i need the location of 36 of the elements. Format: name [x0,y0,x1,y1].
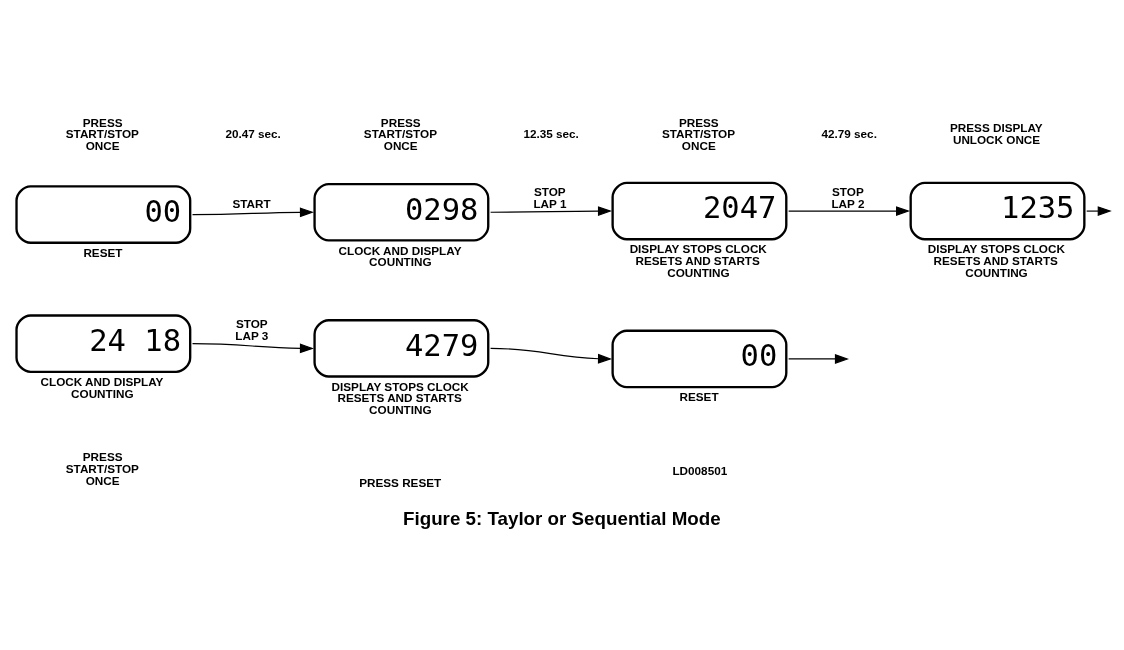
arrow [788,353,849,364]
label: 12.35 sec. [523,126,579,140]
edge-label: STOP LAP 1 [533,184,567,210]
arrow [490,347,613,364]
label: PRESS RESET [359,475,442,489]
arrow [191,206,314,217]
node-label: DISPLAY STOPS CLOCK RESETS AND STARTS COUNTING [629,241,767,279]
label: PRESS START/STOP ONCE [65,449,139,486]
node-box: 4279 [313,318,490,378]
edge-label: START [232,196,271,210]
node-box: 00 [15,184,192,244]
node-box: 00 [611,329,788,388]
node-label: CLOCK AND DISPLAY COUNTING [338,243,462,268]
label: PRESS START/STOP ONCE [65,115,139,152]
node-box: 24 18 [15,313,192,373]
arrow [788,205,911,216]
label: 20.47 sec. [225,126,281,140]
node-label: RESET [679,389,719,403]
arrow [490,205,613,216]
node-label: RESET [83,245,123,259]
node-label: CLOCK AND DISPLAY COUNTING [40,374,164,400]
label: PRESS START/STOP ONCE [363,115,437,152]
node-box: 1235 [909,181,1086,240]
node-label: DISPLAY STOPS CLOCK RESETS AND STARTS COUNTING [927,241,1065,279]
arrow [191,342,314,353]
label: 42.79 sec. [821,126,877,140]
label: PRESS DISPLAY UNLOCK ONCE [949,120,1043,146]
edge-label: STOP LAP 3 [235,316,269,342]
caption: Figure 5: Taylor or Sequential Mode [403,507,721,529]
label: LD008501 [672,463,728,477]
node-box: 0298 [313,182,490,242]
arrow [1086,205,1112,216]
edge-label: STOP LAP 2 [831,184,865,210]
node-label: DISPLAY STOPS CLOCK RESETS AND STARTS COUNTING [331,379,469,416]
node-box: 2047 [611,181,788,240]
label: PRESS START/STOP ONCE [661,115,736,152]
